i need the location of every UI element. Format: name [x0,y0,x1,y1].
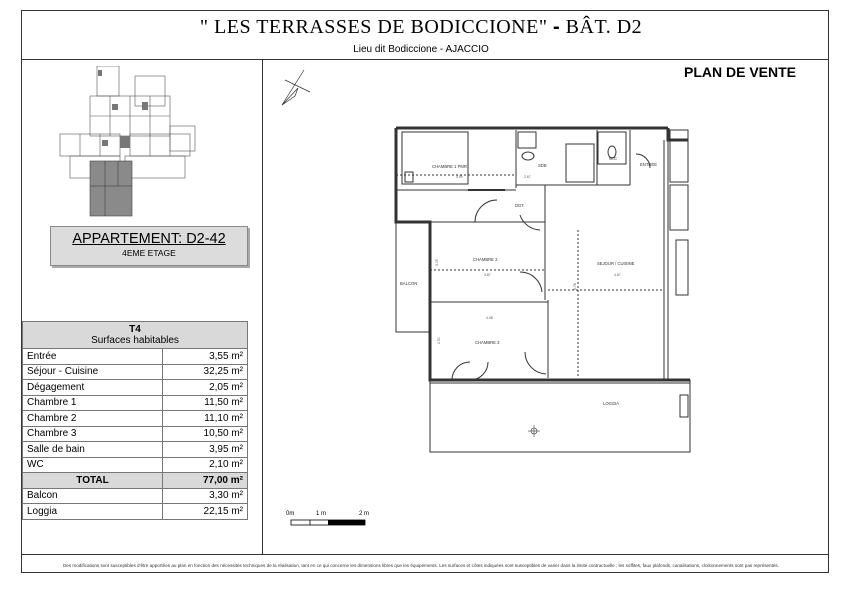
disclaimer-footer: Des modifications sont susceptibles d'êt… [62,563,780,568]
annex-name: Loggia [22,503,163,520]
room-area: 10,50 m² [162,425,248,442]
page-title: " LES TERRASSES DE BODICCIONE" - BÂT. D2 [0,16,842,39]
annex-area: 22,15 m² [162,503,248,520]
room-name: Chambre 1 [22,394,163,411]
apartment-type: T4 [129,324,141,335]
annex-area: 3,30 m² [162,487,248,504]
room-name: Salle de bain [22,441,163,458]
room-area: 3,95 m² [162,441,248,458]
header-divider [21,59,829,60]
room-name: Chambre 3 [22,425,163,442]
key-plan-image [59,66,196,217]
title-separator: - [553,16,561,38]
surfaces-heading: Surfaces habitables [91,335,179,346]
surfaces-header-row: T4 Surfaces habitables [22,321,248,349]
room-area: 11,10 m² [162,410,248,427]
room-area: 11,50 m² [162,394,248,411]
room-name: Entrée [22,348,163,365]
room-name: Chambre 2 [22,410,163,427]
room-name: Dégagement [22,379,163,396]
apartment-title: APPARTEMENT: D2-42 [72,231,226,247]
room-area: 2,05 m² [162,379,248,396]
apartment-title-box: APPARTEMENT: D2-42 4EME ETAGE [50,226,248,266]
annex-name: Balcon [22,487,163,504]
plan-type-label: PLAN DE VENTE [684,64,797,80]
room-area: 2,10 m² [162,456,248,473]
room-area: 3,55 m² [162,348,248,365]
room-name: Séjour - Cuisine [22,363,163,380]
footer-divider [21,554,829,555]
building-name: BÂT. D2 [565,16,643,38]
apartment-floor: 4EME ETAGE [122,248,176,258]
room-area: 32,25 m² [162,363,248,380]
surfaces-header: T4 Surfaces habitables [22,321,248,349]
room-name: WC [22,456,163,473]
total-area: 77,00 m² [162,472,248,489]
total-label: TOTAL [22,472,163,489]
column-divider [262,59,263,554]
page-frame [21,10,829,573]
location-subtitle: Lieu dit Bodiccione - AJACCIO [353,44,489,55]
project-name: " LES TERRASSES DE BODICCIONE" [199,16,548,38]
